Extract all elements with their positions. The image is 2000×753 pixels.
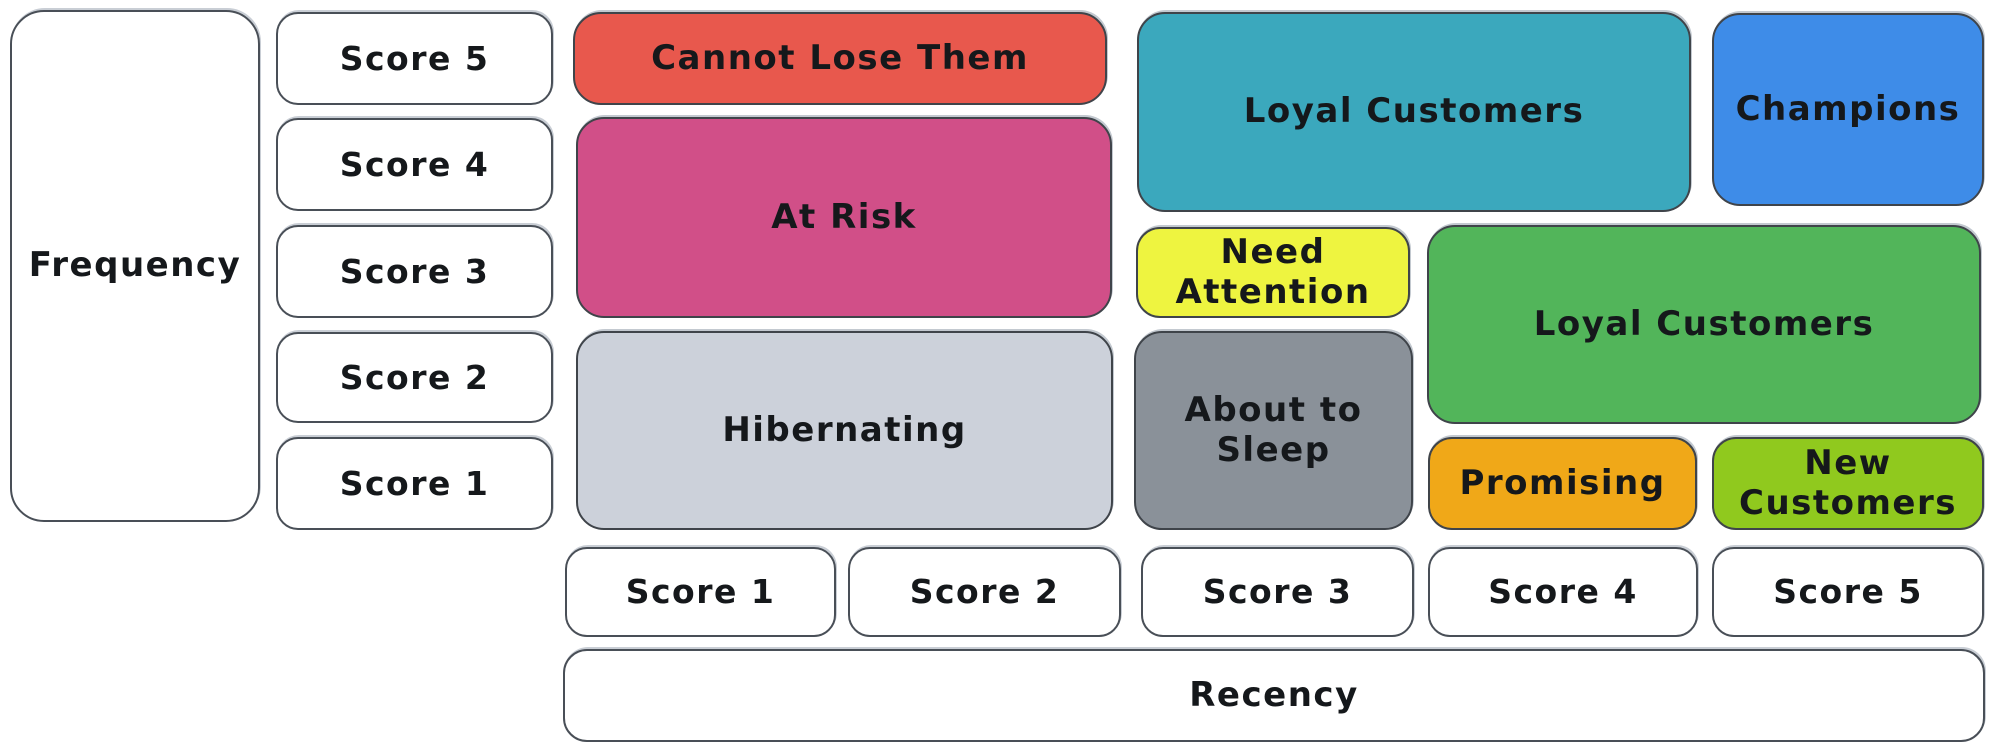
- segment-new-customers-label: New Customers: [1739, 443, 1957, 523]
- segment-promising: Promising: [1428, 437, 1697, 530]
- segment-loyal-customers-lower: Loyal Customers: [1427, 225, 1981, 424]
- segment-at-risk: At Risk: [576, 117, 1112, 318]
- segment-loyal-customers-upper-label: Loyal Customers: [1243, 91, 1585, 132]
- segment-need-attention: Need Attention: [1136, 227, 1410, 318]
- recency-axis-label-box: Recency: [563, 649, 1985, 742]
- recency-score-1-label: Score 1: [625, 572, 776, 612]
- recency-axis-label: Recency: [1189, 674, 1359, 715]
- segment-loyal-customers-upper: Loyal Customers: [1137, 12, 1691, 212]
- segment-promising-label: Promising: [1459, 462, 1666, 503]
- frequency-score-1-label: Score 1: [339, 463, 490, 503]
- segment-champions: Champions: [1712, 13, 1984, 206]
- segment-hibernating-label: Hibernating: [722, 409, 967, 450]
- recency-score-3-box: Score 3: [1141, 547, 1414, 637]
- recency-score-1-box: Score 1: [565, 547, 836, 637]
- segment-about-to-sleep: About to Sleep: [1134, 331, 1413, 530]
- recency-score-2-box: Score 2: [848, 547, 1121, 637]
- recency-score-4-label: Score 4: [1488, 572, 1638, 612]
- segment-cannot-lose-them: Cannot Lose Them: [573, 12, 1107, 105]
- segment-need-attention-label: Need Attention: [1175, 232, 1371, 312]
- frequency-score-5-label: Score 5: [339, 38, 490, 78]
- frequency-score-4-box: Score 4: [276, 118, 553, 211]
- frequency-score-3-label: Score 3: [339, 251, 490, 291]
- recency-score-3-label: Score 3: [1202, 572, 1353, 612]
- frequency-score-5-box: Score 5: [276, 12, 553, 105]
- recency-score-4-box: Score 4: [1428, 547, 1698, 637]
- recency-score-5-box: Score 5: [1712, 547, 1984, 637]
- frequency-axis-label-box: Frequency: [10, 10, 260, 522]
- frequency-score-2-label: Score 2: [339, 357, 490, 397]
- segment-about-to-sleep-label: About to Sleep: [1184, 390, 1363, 470]
- frequency-score-4-label: Score 4: [339, 144, 490, 184]
- segment-loyal-customers-lower-label: Loyal Customers: [1533, 303, 1875, 344]
- segment-cannot-lose-them-label: Cannot Lose Them: [651, 37, 1029, 78]
- segment-new-customers: New Customers: [1712, 437, 1984, 530]
- segment-at-risk-label: At Risk: [771, 196, 917, 237]
- frequency-score-3-box: Score 3: [276, 225, 553, 318]
- segment-champions-label: Champions: [1735, 88, 1961, 129]
- recency-score-2-label: Score 2: [909, 572, 1060, 612]
- frequency-score-1-box: Score 1: [276, 437, 553, 530]
- frequency-axis-label: Frequency: [28, 245, 242, 286]
- recency-score-5-label: Score 5: [1773, 572, 1923, 612]
- segment-hibernating: Hibernating: [576, 331, 1113, 530]
- frequency-score-2-box: Score 2: [276, 332, 553, 423]
